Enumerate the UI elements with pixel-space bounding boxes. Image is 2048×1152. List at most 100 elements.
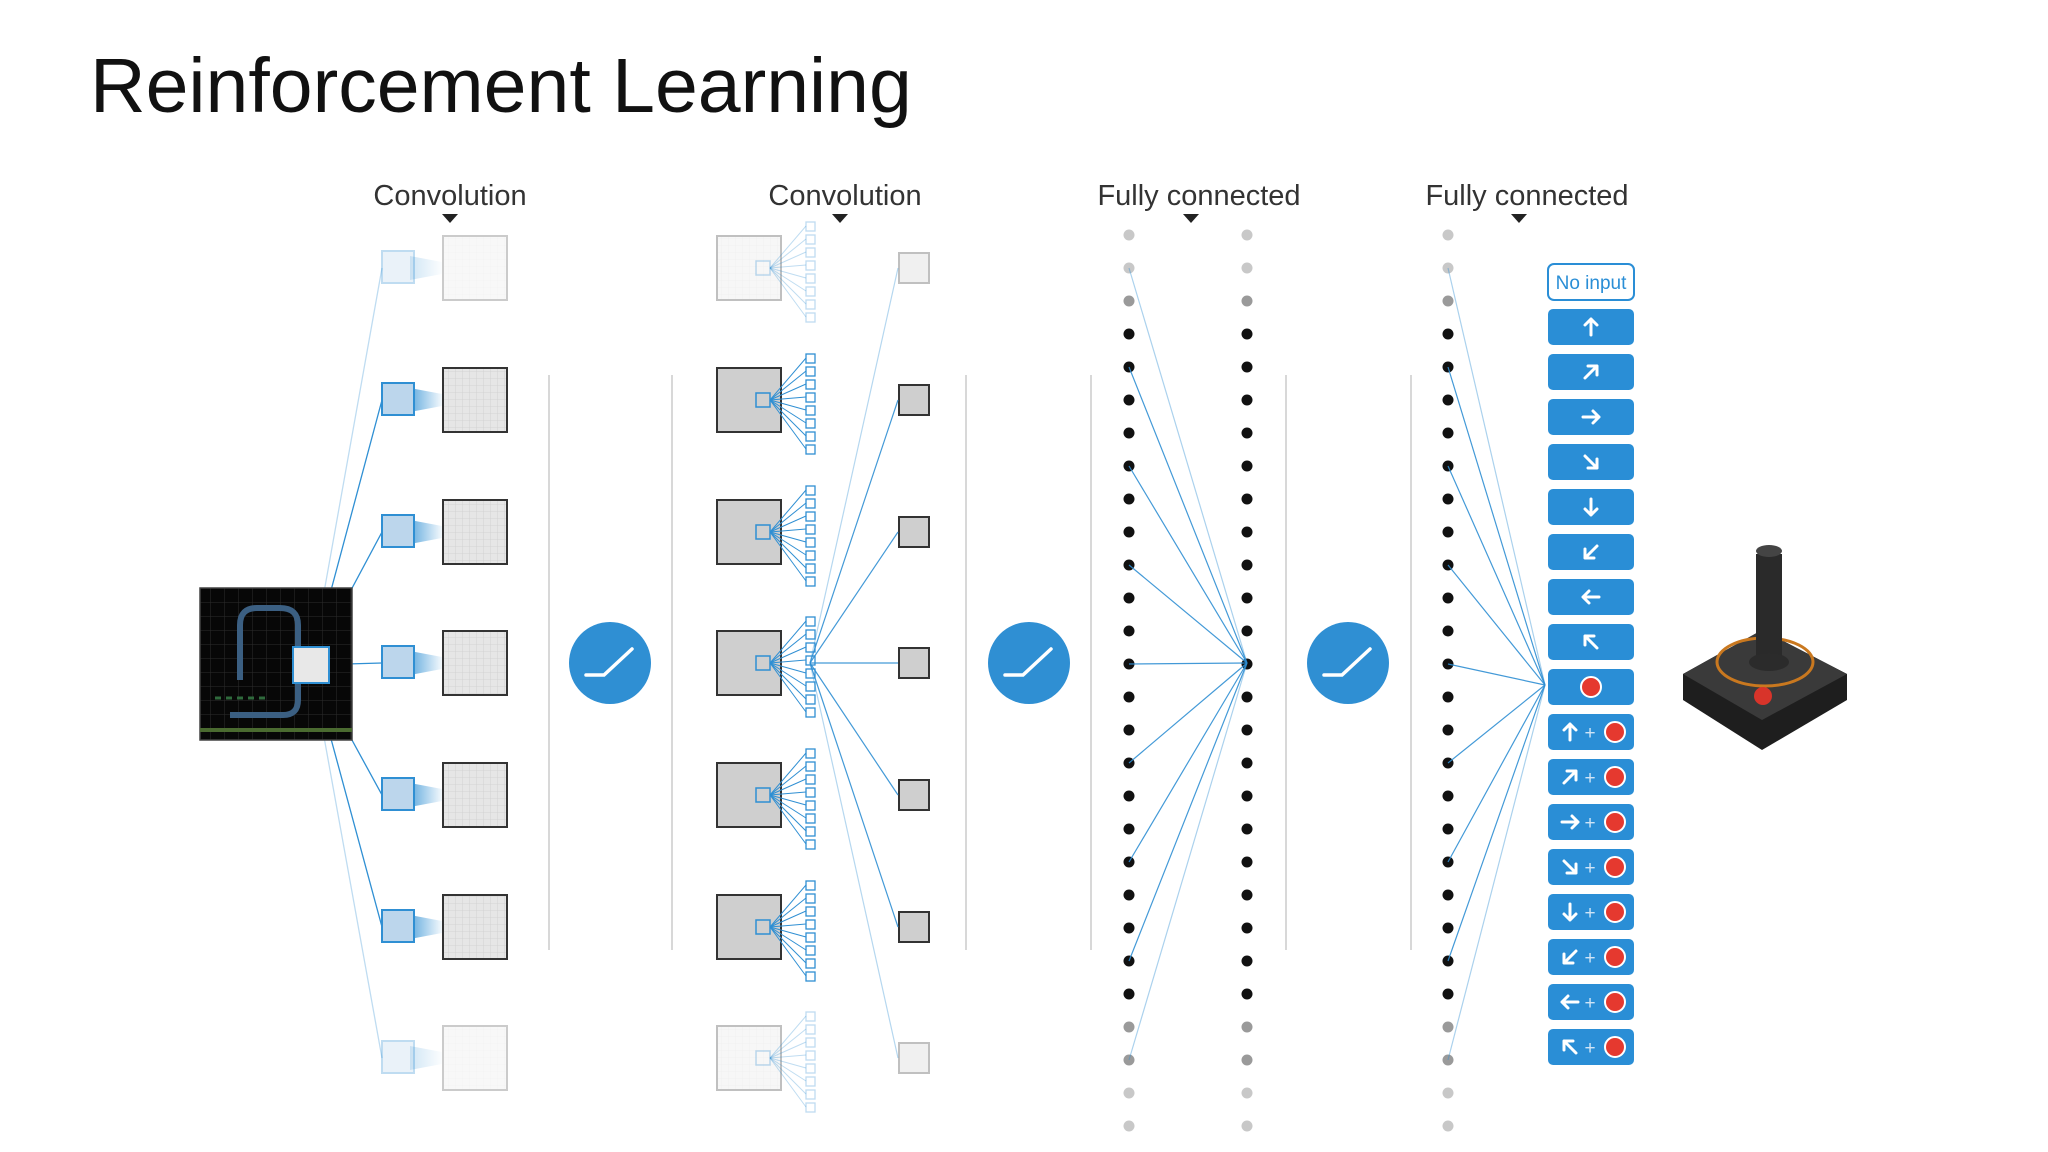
stage-marker-conv2 — [832, 214, 848, 223]
connection-line — [1128, 267, 1248, 664]
arrow-down-icon — [1583, 497, 1599, 517]
connection-line — [1128, 662, 1248, 665]
connection-line — [769, 926, 807, 977]
feature-map — [442, 630, 508, 696]
connection-line — [769, 267, 807, 318]
neuron — [1442, 988, 1454, 1000]
action-button[interactable] — [1548, 534, 1634, 570]
connection-line — [809, 399, 899, 664]
weight-cell — [805, 353, 816, 364]
neuron — [1442, 262, 1454, 274]
weight-cell — [805, 1089, 816, 1100]
neuron — [1241, 559, 1253, 571]
neuron — [1442, 394, 1454, 406]
neuron — [1123, 526, 1135, 538]
fire-button-icon — [1604, 1036, 1626, 1058]
connection-line — [769, 910, 807, 928]
action-plus: + — [1584, 723, 1595, 744]
action-plus: + — [1584, 813, 1595, 834]
diagram-content: No input + + + + + + + + — [310, 221, 1635, 1132]
action-button[interactable] — [1548, 489, 1634, 525]
action-button[interactable]: + — [1548, 804, 1634, 840]
neuron — [1123, 229, 1135, 241]
neuron — [1442, 493, 1454, 505]
connection-line — [1447, 465, 1546, 686]
fire-button-icon — [1604, 721, 1626, 743]
neuron — [1123, 394, 1135, 406]
filter-patch — [381, 909, 415, 943]
action-button[interactable] — [1548, 399, 1634, 435]
connection-line — [769, 399, 807, 437]
action-button[interactable]: + — [1548, 759, 1634, 795]
weight-cell — [805, 1011, 816, 1022]
action-button[interactable]: + — [1548, 894, 1634, 930]
weight-cell — [805, 563, 816, 574]
weight-cell — [805, 906, 816, 917]
action-label: No input — [1556, 273, 1627, 294]
connection-line — [809, 531, 899, 664]
neuron — [1123, 889, 1135, 901]
neuron — [1241, 1087, 1253, 1099]
arrow-right-icon — [1581, 409, 1601, 425]
connection-line — [769, 794, 807, 832]
weight-cell — [805, 498, 816, 509]
neuron — [1123, 823, 1135, 835]
connection-line — [769, 620, 807, 664]
action-button[interactable]: No input — [1547, 263, 1635, 301]
connection-line — [769, 646, 807, 664]
action-plus: + — [1584, 903, 1595, 924]
weight-cell — [805, 616, 816, 627]
arrow-up-left-icon — [1562, 1039, 1578, 1055]
connection-line — [769, 515, 807, 533]
neuron — [1442, 427, 1454, 439]
neuron — [1123, 1054, 1135, 1066]
neuron — [1241, 1021, 1253, 1033]
connection-line — [769, 752, 807, 796]
weight-cell — [805, 392, 816, 403]
neuron — [1241, 262, 1253, 274]
action-button[interactable] — [1548, 444, 1634, 480]
receptive-field-beam — [410, 1046, 442, 1070]
connection-line — [809, 662, 899, 1059]
weight-cell — [805, 932, 816, 943]
connection-line — [1128, 662, 1248, 962]
action-button[interactable] — [1548, 354, 1634, 390]
receptive-field-beam — [410, 783, 442, 807]
action-button[interactable]: + — [1548, 939, 1634, 975]
neuron — [1123, 790, 1135, 802]
action-button[interactable]: + — [1548, 849, 1634, 885]
action-button[interactable] — [1548, 669, 1634, 705]
arrow-up-icon — [1562, 722, 1578, 742]
action-button[interactable]: + — [1548, 984, 1634, 1020]
connection-line — [1447, 366, 1546, 686]
filter-patch — [381, 777, 415, 811]
connection-line — [1447, 267, 1546, 686]
action-button[interactable] — [1548, 624, 1634, 660]
action-button[interactable] — [1548, 579, 1634, 615]
action-button[interactable]: + — [1548, 714, 1634, 750]
connection-line — [769, 662, 807, 700]
relu-icon — [988, 622, 1070, 704]
connection-line — [769, 662, 807, 687]
neuron — [1123, 988, 1135, 1000]
arrow-right-icon — [1560, 814, 1580, 830]
arrow-down-left-icon — [1583, 544, 1599, 560]
neuron — [1442, 1120, 1454, 1132]
neuron — [1442, 229, 1454, 241]
relu-curve — [1322, 647, 1372, 677]
fire-button-icon — [1604, 946, 1626, 968]
weight-cell — [805, 418, 816, 429]
action-button[interactable]: + — [1548, 1029, 1634, 1065]
action-button[interactable] — [1548, 309, 1634, 345]
connection-line — [769, 662, 807, 713]
neuron — [1123, 427, 1135, 439]
neuron — [1442, 823, 1454, 835]
neuron — [1123, 295, 1135, 307]
action-plus: + — [1584, 858, 1595, 879]
connection-line — [769, 399, 807, 450]
connection-line — [809, 662, 899, 928]
arrow-up-left-icon — [1583, 634, 1599, 650]
receptive-field-beam — [410, 256, 442, 280]
neuron — [1241, 988, 1253, 1000]
neuron — [1123, 328, 1135, 340]
